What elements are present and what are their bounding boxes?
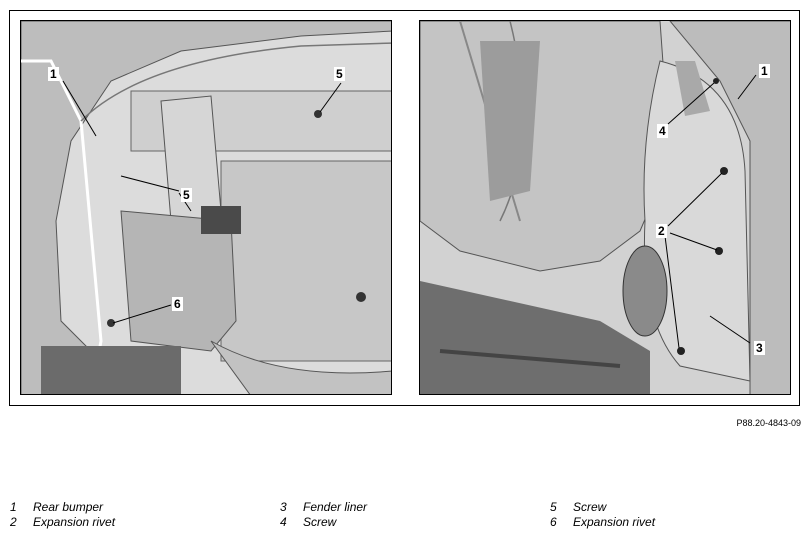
callout-left-1: 1 (48, 67, 59, 81)
legend-number: 4 (280, 515, 287, 529)
callout-left-5-top: 5 (334, 67, 345, 81)
legend-item: 2 Expansion rivet (10, 515, 115, 530)
legend-column-1: 1 Rear bumper 2 Expansion rivet (10, 500, 115, 530)
legend-item: 4 Screw (280, 515, 367, 530)
legend-column-3: 5 Screw 6 Expansion rivet (550, 500, 655, 530)
legend-text: Expansion rivet (33, 515, 116, 529)
legend-number: 3 (280, 500, 287, 514)
callout-left-5: 5 (181, 188, 192, 202)
legend-item: 3 Fender liner (280, 500, 367, 515)
legend-number: 5 (550, 500, 557, 514)
legend-number: 2 (10, 515, 17, 529)
legend-text: Fender liner (303, 500, 368, 514)
legend-column-2: 3 Fender liner 4 Screw (280, 500, 367, 530)
illustration-right-panel: 1 4 2 3 (419, 20, 791, 395)
legend-text: Screw (303, 515, 337, 529)
figure-reference-id: P88.20-4843-09 (736, 418, 801, 428)
callout-right-3: 3 (754, 341, 765, 355)
legend-number: 1 (10, 500, 17, 514)
rear-wheel-arch-illustration (420, 21, 790, 394)
legend-item: 5 Screw (550, 500, 655, 515)
legend-text: Rear bumper (33, 500, 104, 514)
callout-right-4: 4 (657, 124, 668, 138)
illustration-left-panel: 1 5 5 6 (20, 20, 392, 395)
legend-item: 1 Rear bumper (10, 500, 115, 515)
callout-right-2: 2 (656, 224, 667, 238)
legend-number: 6 (550, 515, 557, 529)
rear-underbody-illustration (21, 21, 391, 394)
callout-right-1: 1 (759, 64, 770, 78)
callout-left-6: 6 (172, 297, 183, 311)
legend-text: Expansion rivet (573, 515, 656, 529)
legend-text: Screw (573, 500, 607, 514)
legend-item: 6 Expansion rivet (550, 515, 655, 530)
